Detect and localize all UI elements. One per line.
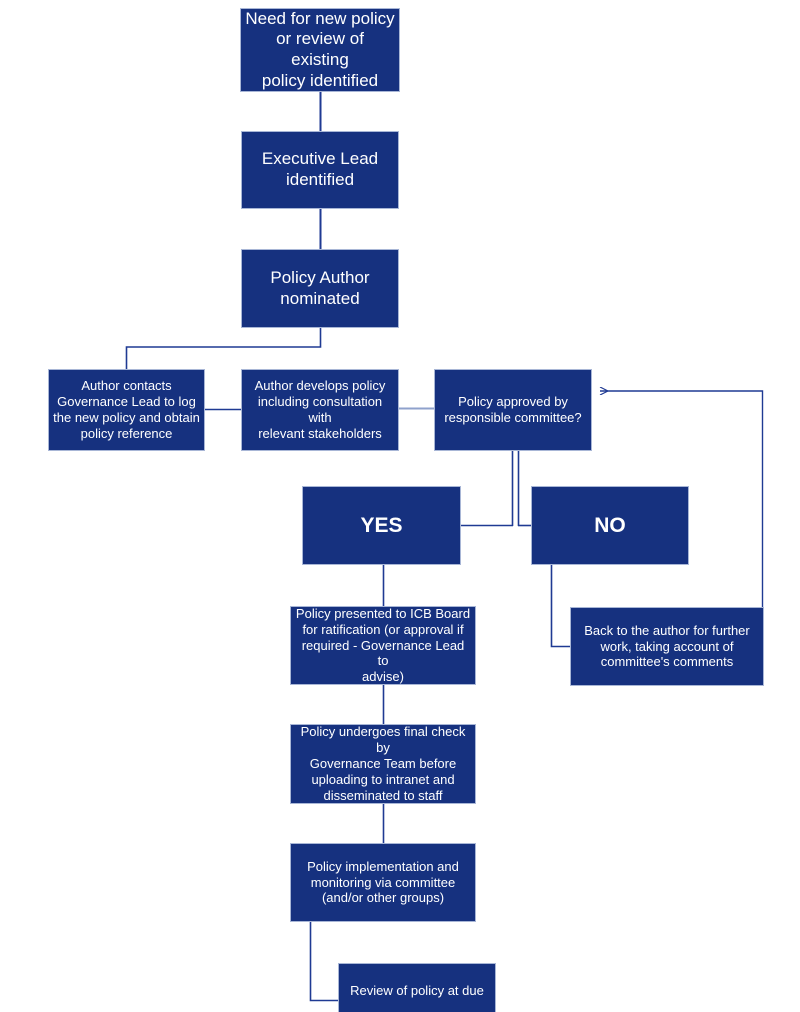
- node-policy-author-nominated-label: Policy Author nominated: [270, 267, 370, 308]
- node-need-for-new-policy-label: Need for new policy or review of existin…: [245, 8, 395, 90]
- node-review-of-policy-at-due[interactable]: Review of policy at due: [338, 963, 496, 1012]
- node-yes-branch-label: YES: [360, 513, 403, 537]
- node-executive-lead-identified[interactable]: Executive Lead identified: [241, 131, 399, 209]
- node-no-branch-label: NO: [594, 513, 626, 537]
- node-policy-final-check[interactable]: Policy undergoes final check by Governan…: [290, 724, 476, 804]
- node-back-to-author-label: Back to the author for further work, tak…: [584, 622, 750, 670]
- node-no-branch[interactable]: NO: [531, 486, 689, 565]
- node-policy-approved-decision-label: Policy approved by responsible committee…: [444, 394, 582, 425]
- node-policy-implementation-monitoring[interactable]: Policy implementation and monitoring via…: [290, 843, 476, 922]
- node-need-for-new-policy[interactable]: Need for new policy or review of existin…: [240, 8, 400, 92]
- node-executive-lead-identified-label: Executive Lead identified: [261, 149, 379, 189]
- edge-implement-to-review: [309, 922, 338, 1002]
- node-review-of-policy-at-due-label: Review of policy at due: [350, 983, 484, 999]
- node-policy-author-nominated[interactable]: Policy Author nominated: [241, 249, 399, 328]
- edge-author-to-govlead: [125, 328, 322, 369]
- node-author-contacts-governance-lead[interactable]: Author contacts Governance Lead to log t…: [48, 369, 205, 451]
- node-back-to-author[interactable]: Back to the author for further work, tak…: [570, 607, 764, 686]
- node-policy-implementation-monitoring-label: Policy implementation and monitoring via…: [307, 858, 459, 906]
- node-policy-presented-to-icb-board[interactable]: Policy presented to ICB Board for ratifi…: [290, 606, 476, 685]
- node-author-contacts-governance-lead-label: Author contacts Governance Lead to log t…: [53, 378, 200, 441]
- node-policy-final-check-label: Policy undergoes final check by Governan…: [300, 724, 466, 803]
- node-author-develops-policy-label: Author develops policy including consult…: [254, 378, 386, 441]
- node-yes-branch[interactable]: YES: [302, 486, 461, 565]
- node-policy-approved-decision[interactable]: Policy approved by responsible committee…: [434, 369, 592, 451]
- edge-no-to-back: [550, 565, 570, 648]
- node-author-develops-policy[interactable]: Author develops policy including consult…: [241, 369, 399, 451]
- node-policy-presented-to-icb-board-label: Policy presented to ICB Board for ratifi…: [295, 605, 471, 685]
